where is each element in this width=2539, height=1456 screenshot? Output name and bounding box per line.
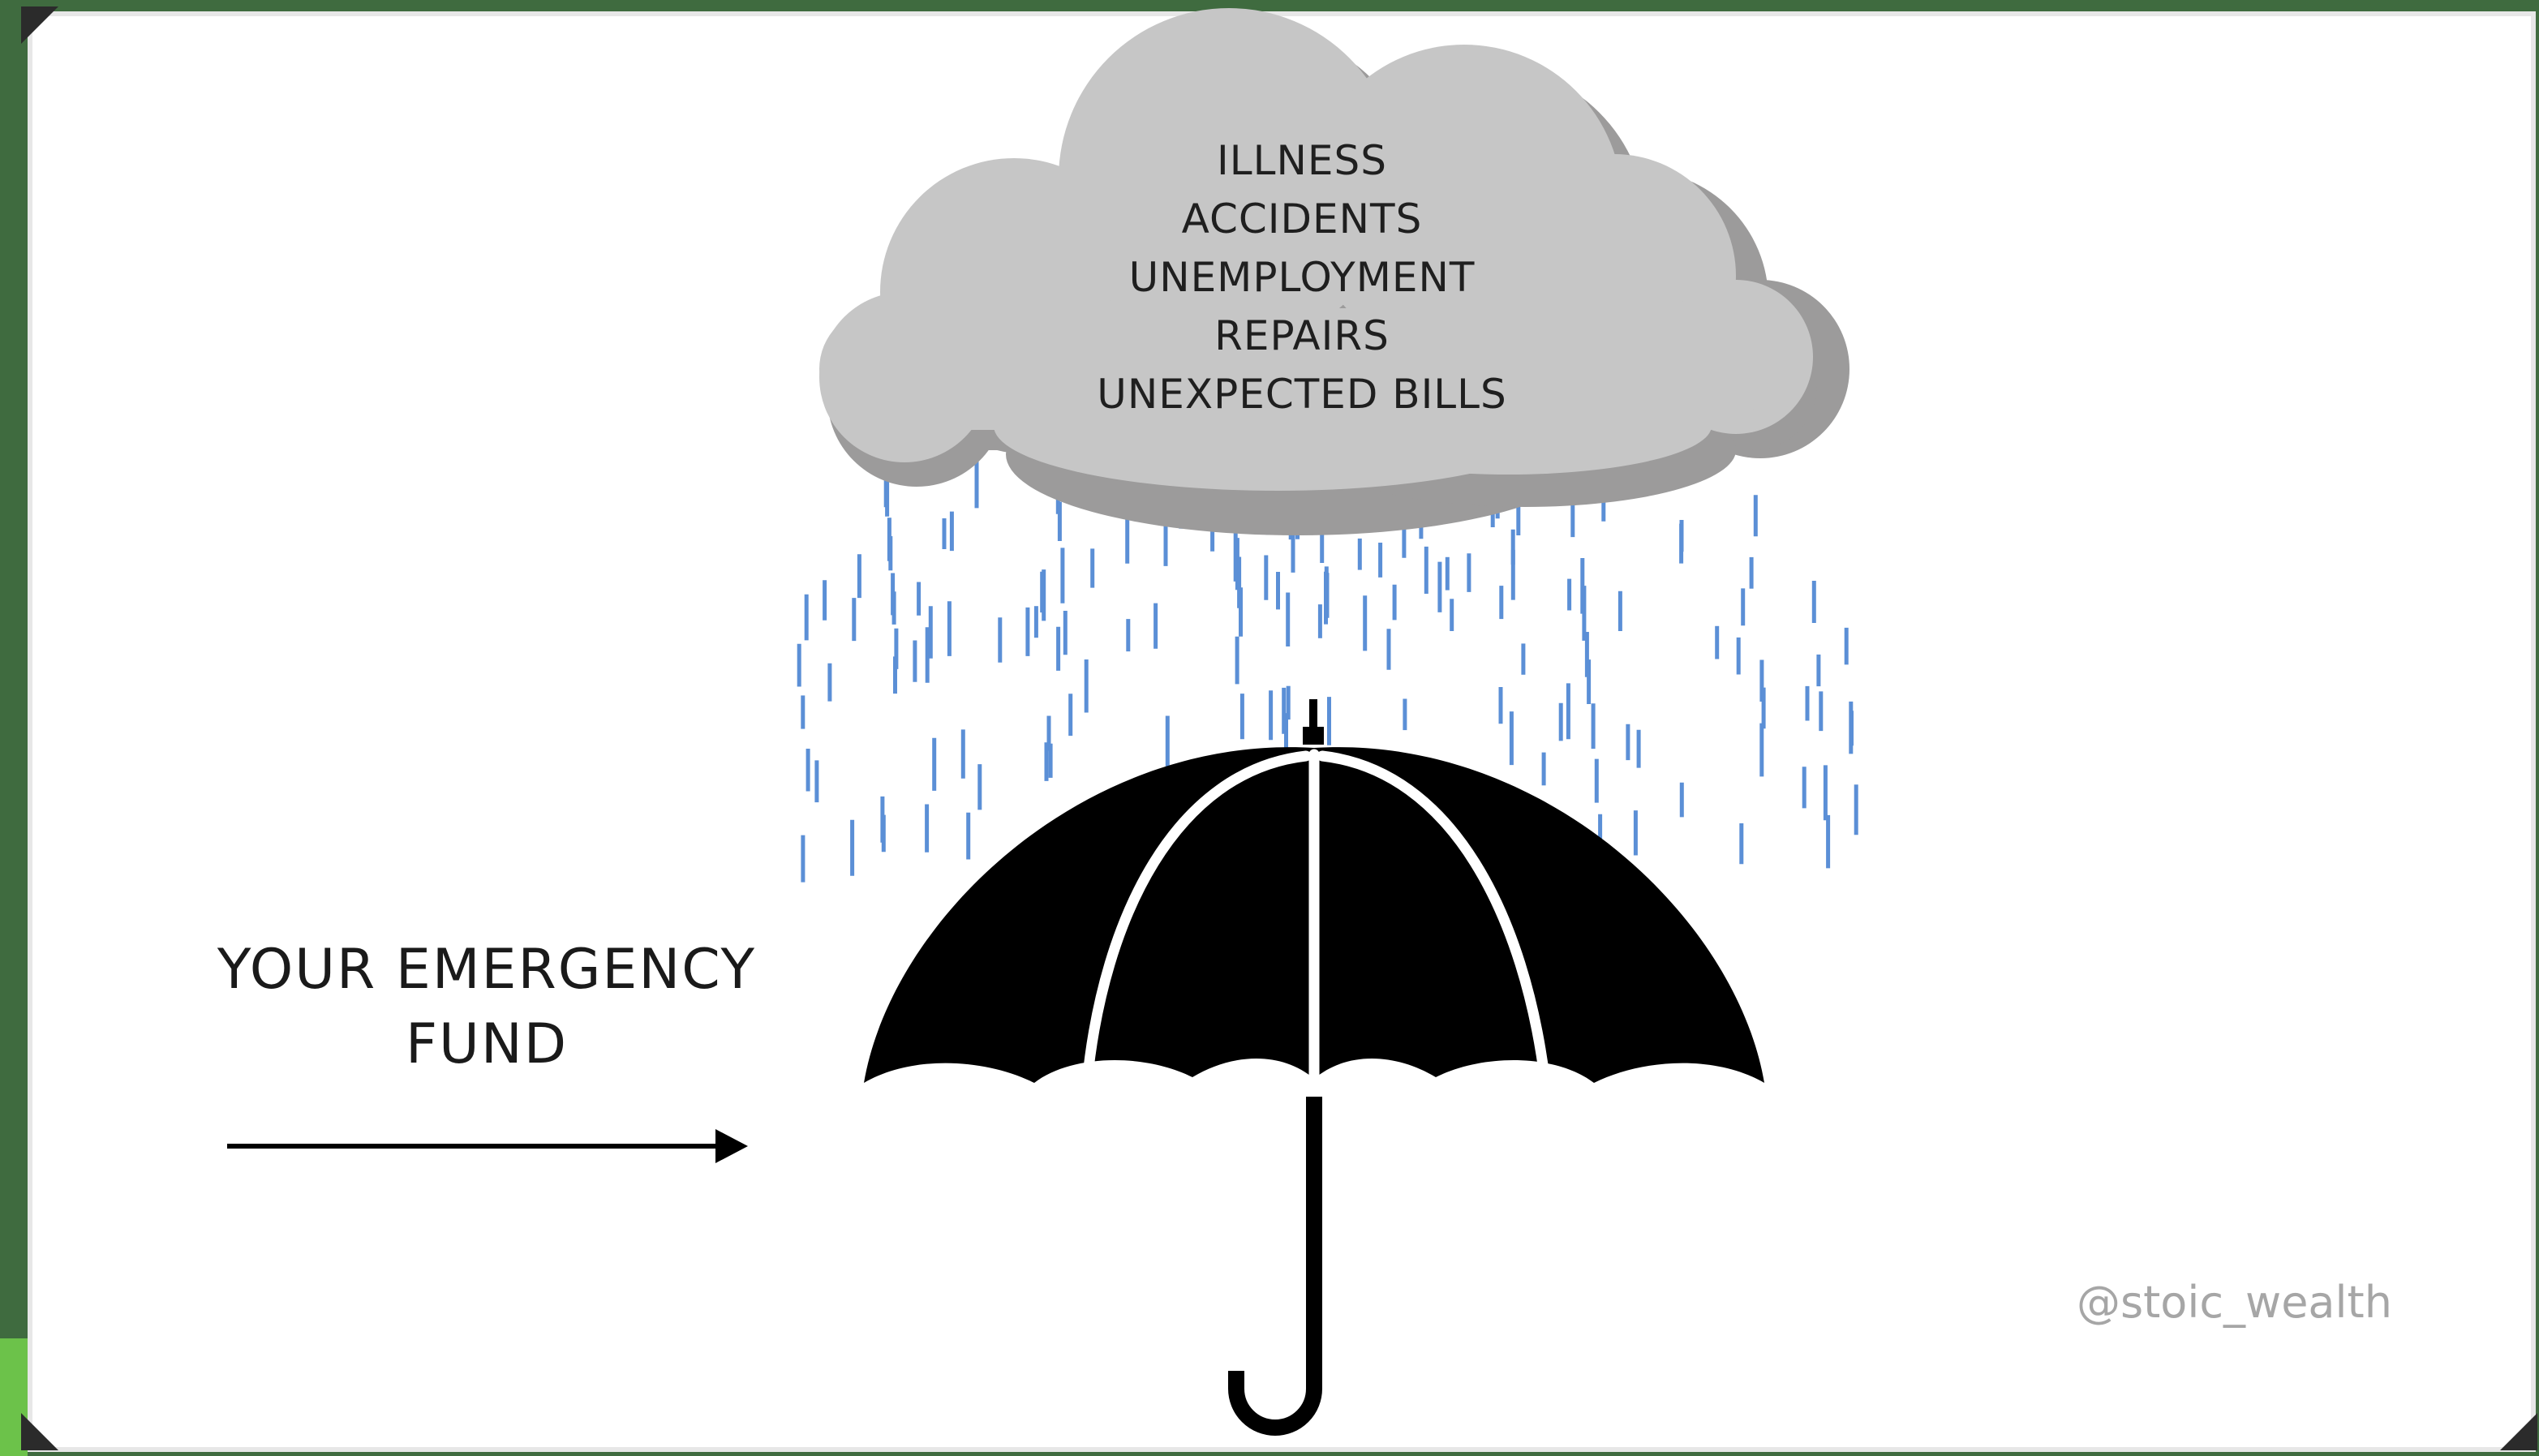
corner-mark-top-left <box>21 6 58 44</box>
corner-mark-bottom-left <box>21 1413 58 1450</box>
risk-item-unexpected-bills: UNEXPECTED BILLS <box>1097 371 1507 418</box>
fund-label-line-1: YOUR EMERGENCY <box>217 938 757 1002</box>
watermark-handle: @stoic_wealth <box>2077 1277 2392 1328</box>
risk-item-accidents: ACCIDENTS <box>1181 195 1423 243</box>
fund-label-line-2: FUND <box>405 1012 569 1076</box>
arrow-right-icon <box>227 1129 748 1163</box>
corner-mark-bottom-right <box>2500 1413 2537 1450</box>
risk-list: ILLNESS ACCIDENTS UNEMPLOYMENT REPAIRS U… <box>1087 131 1517 423</box>
emergency-fund-label: YOUR EMERGENCY FUND <box>170 933 803 1082</box>
risk-item-repairs: REPAIRS <box>1214 312 1390 359</box>
umbrella-icon <box>864 699 1764 1436</box>
storm-cloud-icon <box>819 8 1849 535</box>
risk-item-illness: ILLNESS <box>1217 137 1387 184</box>
risk-item-unemployment: UNEMPLOYMENT <box>1128 254 1476 301</box>
